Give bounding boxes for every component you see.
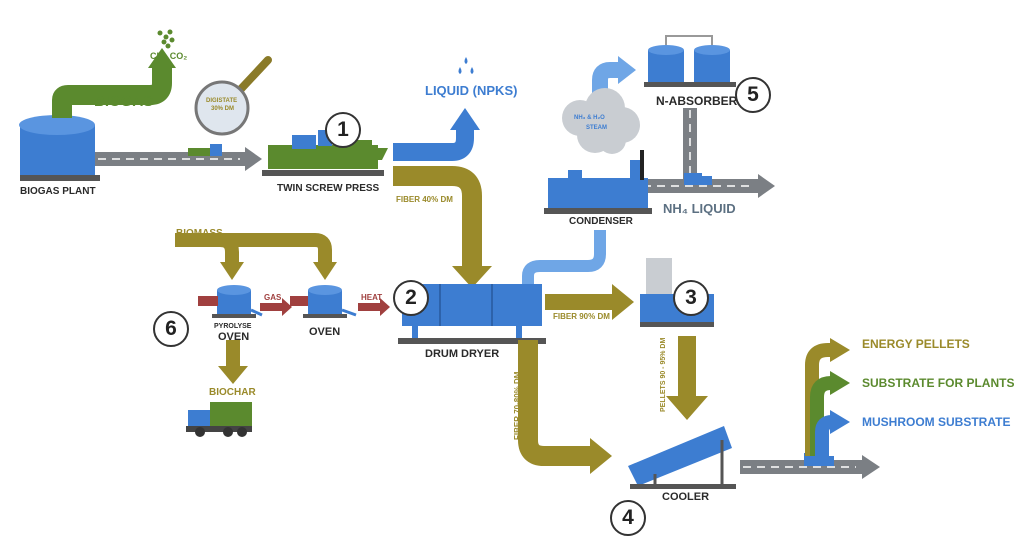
biochar-truck-icon xyxy=(186,402,252,437)
digestate-dm-label: 30% DM xyxy=(211,106,235,112)
fiber-40-arrow xyxy=(393,166,492,288)
step-4-badge: 4 xyxy=(610,500,646,536)
drum-dryer-label: DRUM DRYER xyxy=(425,348,500,360)
fiber-70-80-label: FIBER 70-80% DM xyxy=(513,371,522,440)
output-arrow-mushroom xyxy=(815,410,850,456)
pellets-label: PELLETS 90 - 95% DM xyxy=(660,337,667,412)
biogas-label: BIOGAS xyxy=(94,93,154,110)
fiber-90-arrow xyxy=(545,284,634,320)
biomass-label: BIOMASS xyxy=(176,228,223,239)
substrate-for-plants-label: SUBSTRATE FOR PLANTS xyxy=(862,376,1015,390)
liquid-npks-label: LIQUID (NPKS) xyxy=(425,83,518,98)
step-1-badge: 1 xyxy=(325,112,361,148)
water-drops-icon xyxy=(458,57,474,74)
gas-arrow xyxy=(260,298,292,316)
output-arrow-plants xyxy=(810,371,850,456)
pyrolyse-oven-label: OVEN xyxy=(218,331,250,343)
road-nh4 xyxy=(640,174,775,198)
oven-icon xyxy=(290,285,357,318)
twin-screw-press-label: TWIN SCREW PRESS xyxy=(277,183,380,194)
cooler-label: COOLER xyxy=(662,491,710,503)
step-5-badge: 5 xyxy=(735,77,771,113)
ch4-co2-label: CH₄ CO₂ xyxy=(150,51,188,61)
liquid-npks-arrow xyxy=(393,108,480,161)
twin-screw-press-icon xyxy=(262,130,388,176)
biochar-label: BIOCHAR xyxy=(209,387,256,398)
mushroom-substrate-label: MUSHROOM SUBSTRATE xyxy=(862,415,1011,429)
n-absorber-icon xyxy=(644,35,736,87)
steam-label: STEAM xyxy=(586,125,607,131)
steam-cloud-icon xyxy=(562,88,640,154)
biochar-arrow xyxy=(218,340,248,384)
fiber-40-label: FIBER 40% DM xyxy=(396,195,453,204)
fiber-70-80-arrow xyxy=(518,340,612,474)
biogas-plant-label: BIOGAS PLANT xyxy=(20,186,96,197)
nh4-liquid-label: NH₄ LIQUID xyxy=(663,201,736,216)
heat-arrow xyxy=(358,298,390,316)
gas-label: GAS xyxy=(264,293,282,302)
steam-pipe xyxy=(522,56,636,284)
road-absorber-vertical xyxy=(683,108,697,180)
pyrolyse-label: PYROLYSE xyxy=(214,323,252,330)
n-absorber-label: N-ABSORBER xyxy=(656,94,738,108)
cooler-icon xyxy=(628,426,736,489)
condenser-label: CONDENSER xyxy=(569,216,633,227)
pyrolyse-oven-icon xyxy=(198,285,263,318)
condenser-icon xyxy=(544,150,652,214)
step-6-badge: 6 xyxy=(153,311,189,347)
output-truck-icon xyxy=(804,453,834,466)
biogas-arrow xyxy=(52,48,176,118)
step-2-badge: 2 xyxy=(393,280,429,316)
steam-gas-label: NH₃ & H₂O xyxy=(574,115,605,121)
step-3-badge: 3 xyxy=(673,280,709,316)
road-biogas-to-press xyxy=(95,147,262,171)
output-arrow-energy xyxy=(805,338,850,456)
nh4-truck-icon xyxy=(684,173,712,185)
digestate-label: DIGISTATE xyxy=(206,98,238,104)
fiber-90-label: FIBER 90% DM xyxy=(553,312,610,321)
oven-label: OVEN xyxy=(309,326,341,338)
energy-pellets-label: ENERGY PELLETS xyxy=(862,337,970,351)
biogas-plant-icon xyxy=(19,115,100,181)
ch4-co2-dots-icon xyxy=(157,29,175,49)
heat-label: HEAT xyxy=(361,293,383,302)
pellets-arrow xyxy=(666,336,708,420)
biomass-arrow xyxy=(175,233,337,280)
digestate-magnifier-icon xyxy=(188,56,272,156)
